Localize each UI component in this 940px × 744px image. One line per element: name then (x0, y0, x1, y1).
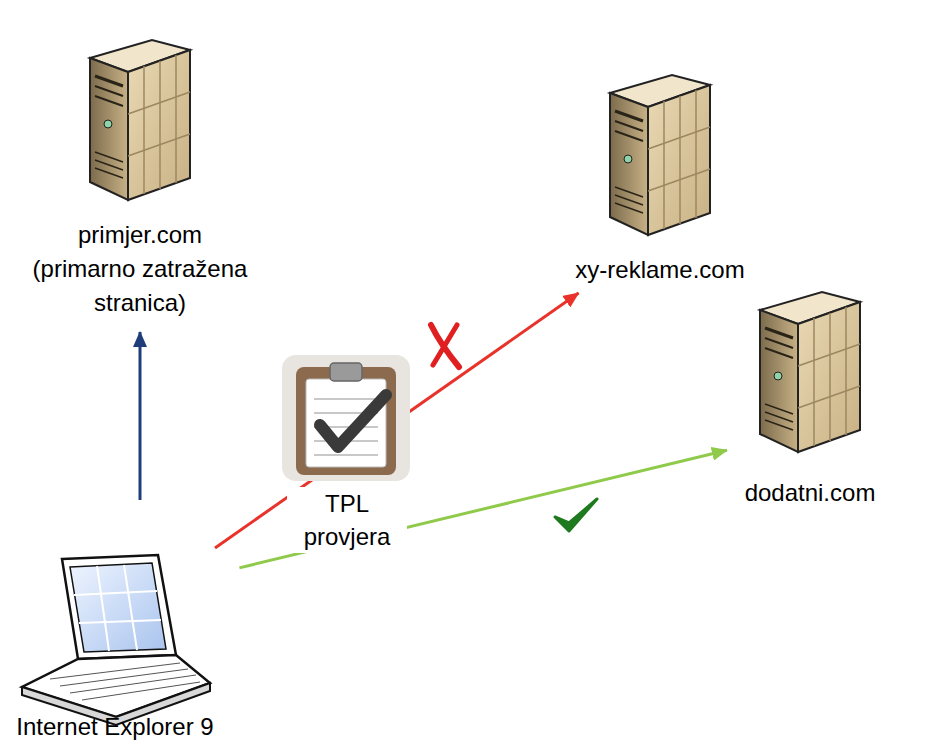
network-node: dodatni.com (741, 292, 880, 508)
server-icon (760, 292, 860, 452)
network-node: TPL provjera (283, 355, 411, 553)
clipboard-icon (282, 355, 410, 481)
node-label: dodatni.com (745, 478, 876, 508)
allow-mark (555, 499, 597, 531)
server-icon (610, 75, 710, 235)
network-node: primjer.com (primarno zatražena stranica… (24, 40, 257, 320)
node-label: Internet Explorer 9 (16, 714, 213, 740)
node-label: xy-reklame.com (575, 255, 744, 285)
network-node: xy-reklame.com (571, 75, 749, 285)
network-node: Internet Explorer 9 (12, 548, 218, 740)
server-icon (90, 40, 190, 200)
node-label: primjer.com (primarno zatražena stranica… (28, 218, 253, 320)
node-label: TPL provjera (287, 487, 407, 553)
deny-mark (431, 325, 459, 367)
laptop-icon (22, 555, 210, 725)
arrow-connector (139, 332, 142, 500)
